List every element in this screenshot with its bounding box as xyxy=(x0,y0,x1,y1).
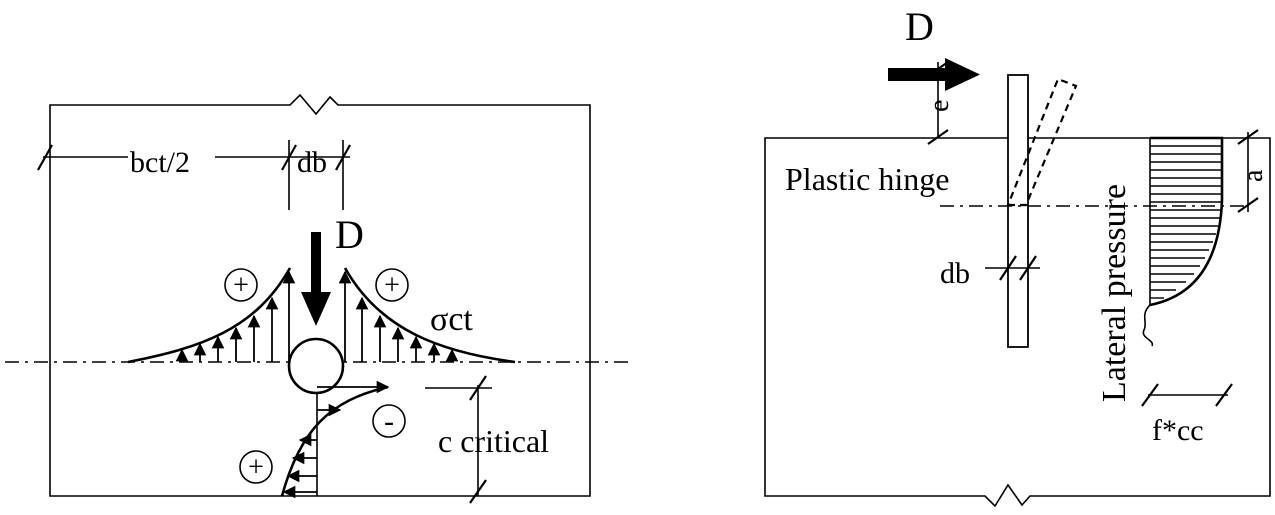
bar-cross-section xyxy=(287,337,345,395)
label-sigma-ct: σct xyxy=(430,301,473,338)
sign-plus-left: + xyxy=(224,268,258,302)
label-db-right: db xyxy=(940,257,970,290)
bar-deflected xyxy=(1006,77,1078,207)
svg-text:-: - xyxy=(384,405,394,438)
svg-text:+: + xyxy=(248,452,264,483)
bar-diameter-dimension xyxy=(985,255,1040,281)
right-block-outline xyxy=(764,137,1271,508)
label-depth-a: a xyxy=(1238,169,1269,182)
svg-text:+: + xyxy=(384,270,400,301)
right-panel: D e Plastic hinge db xyxy=(764,4,1271,508)
depth-dimension xyxy=(1237,129,1259,213)
label-lateral-pressure: Lateral pressure xyxy=(1096,184,1133,402)
left-dimension-bct xyxy=(37,140,351,210)
lower-arrows xyxy=(282,403,342,499)
bar-vertical xyxy=(1007,74,1029,348)
stress-curve-right xyxy=(343,267,516,364)
lateral-pressure-outline xyxy=(1149,136,1224,307)
label-load-right: D xyxy=(905,4,934,49)
stress-arrows-left xyxy=(175,270,296,362)
strength-dimension xyxy=(1141,383,1233,407)
label-fcc: f*cc xyxy=(1152,414,1204,447)
lateral-pressure-tail xyxy=(1142,304,1154,347)
right-load-arrow xyxy=(888,58,980,91)
sign-plus-right: + xyxy=(375,268,409,302)
lower-curve xyxy=(280,385,389,497)
label-c-critical: c critical xyxy=(438,423,549,459)
label-eccentricity: e xyxy=(924,100,955,112)
sign-plus-lower: + xyxy=(239,450,273,484)
label-load-left: D xyxy=(335,212,364,257)
lateral-pressure-hatch xyxy=(1150,145,1222,299)
label-bct-half: bct/2 xyxy=(130,146,190,179)
svg-text:+: + xyxy=(233,270,249,301)
label-db-left: db xyxy=(297,146,327,179)
left-load-arrow xyxy=(301,232,331,326)
label-plastic-hinge: Plastic hinge xyxy=(785,161,949,197)
sign-minus: - xyxy=(372,404,406,438)
stress-arrows-right xyxy=(338,270,459,362)
left-panel: bct/2 db D xyxy=(5,93,630,504)
eccentricity-dimension xyxy=(927,61,949,145)
stress-curve-left xyxy=(127,267,292,364)
left-block-outline xyxy=(49,93,591,497)
c-critical-dimension xyxy=(425,375,492,504)
